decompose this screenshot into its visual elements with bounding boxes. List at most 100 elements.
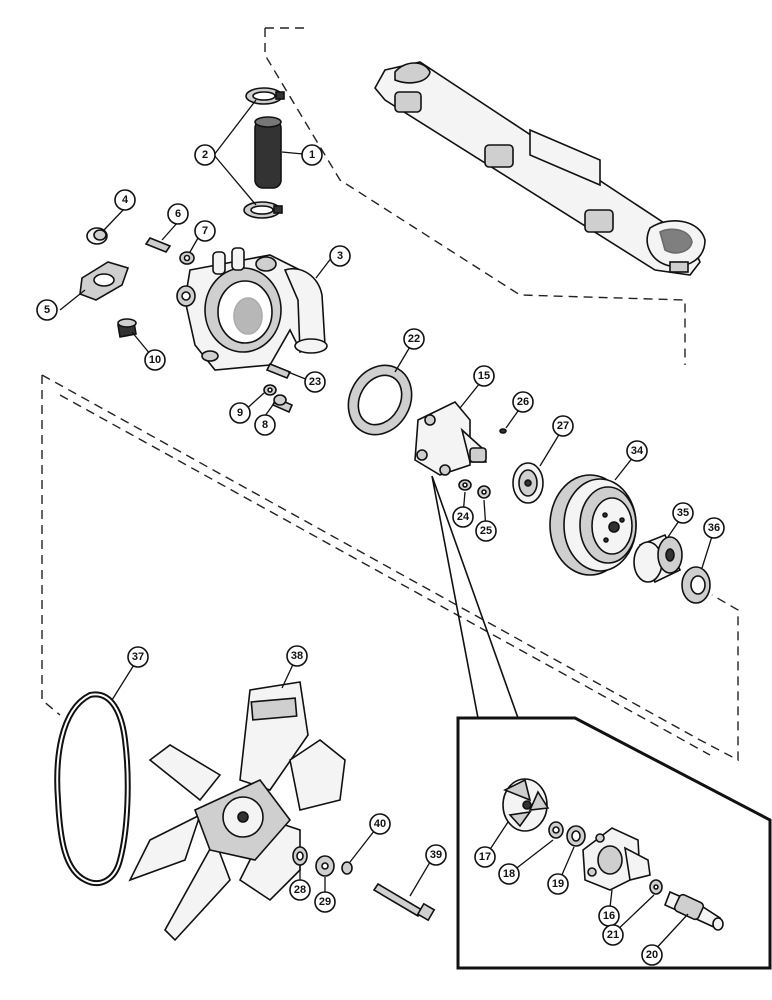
callout-label: 27: [557, 420, 569, 432]
callout-label: 5: [44, 304, 50, 316]
spacer-part-35: [633, 533, 683, 584]
dashed-boundary-fan-group: [41, 375, 61, 716]
nut-part-25: [477, 485, 491, 499]
bolt-part-8: [271, 394, 294, 414]
callout-6: 6: [167, 203, 189, 225]
callout-23: 23: [304, 371, 326, 393]
callout-24: 24: [452, 506, 474, 528]
callout-15: 15: [473, 365, 495, 387]
callout-label: 26: [517, 396, 529, 408]
fan-part-38: [128, 681, 346, 942]
stud-part-6: [144, 237, 172, 253]
callout-27: 27: [552, 415, 574, 437]
callout-label: 38: [291, 650, 303, 662]
callout-40: 40: [369, 813, 391, 835]
callout-18: 18: [498, 863, 520, 885]
callout-label: 36: [708, 522, 720, 534]
key-part-26: [499, 428, 507, 434]
hose-part-1: [254, 116, 282, 189]
callout-label: 23: [309, 376, 321, 388]
callout-label: 10: [149, 354, 161, 366]
callout-label: 29: [319, 896, 331, 908]
flange-part-36: [681, 566, 711, 604]
callout-label: 37: [132, 651, 144, 663]
callout-label: 7: [202, 225, 208, 237]
hose-clamp-upper: [245, 87, 285, 105]
callout-label: 24: [457, 511, 470, 523]
callout-1: 1: [301, 144, 323, 166]
bolt-part-39: [372, 882, 436, 922]
callout-label: 6: [175, 208, 181, 220]
gasket-part-5: [79, 261, 130, 301]
callout-21: 21: [602, 924, 624, 946]
callout-19: 19: [547, 873, 569, 895]
washer-part-21: [649, 879, 663, 895]
callout-label: 1: [309, 149, 315, 161]
hose-clamp-lower: [243, 201, 283, 219]
dashed-boundary-long: [41, 374, 739, 762]
callout-label: 3: [337, 250, 343, 262]
callout-label: 28: [294, 884, 306, 896]
callout-label: 9: [237, 407, 243, 419]
callout-label: 25: [480, 525, 492, 537]
callout-label: 40: [374, 818, 386, 830]
callout-8: 8: [254, 414, 276, 436]
plug-part-4: [86, 227, 108, 245]
callout-39: 39: [425, 844, 447, 866]
callout-label: 2: [202, 149, 208, 161]
callout-label: 35: [677, 507, 689, 519]
dashed-boundary-mid: [59, 394, 711, 756]
callout-16: 16: [598, 905, 620, 927]
washer-part-40: [341, 861, 353, 875]
stud-part-23: [265, 362, 292, 380]
callout-28: 28: [289, 879, 311, 901]
washer-part-9: [263, 384, 277, 396]
washer-part-24: [458, 479, 472, 491]
nut-part-29: [315, 855, 335, 877]
callout-26: 26: [512, 391, 534, 413]
callout-label: 15: [478, 370, 490, 382]
detail-inset-pointer: [431, 475, 520, 719]
callout-label: 19: [552, 878, 564, 890]
seal-part-18: [548, 821, 564, 839]
callout-3: 3: [329, 245, 351, 267]
fan-belt-part-37: [54, 691, 131, 887]
fitting-part-10: [117, 318, 137, 338]
hub-part-27: [512, 462, 544, 504]
callout-label: 8: [262, 419, 268, 431]
callout-34: 34: [626, 440, 648, 462]
callout-22: 22: [403, 328, 425, 350]
callout-label: 4: [122, 194, 129, 206]
callout-20: 20: [641, 944, 663, 966]
detail-inset-box: [456, 716, 772, 970]
callout-9: 9: [229, 402, 251, 424]
callout-label: 17: [479, 851, 491, 863]
callout-35: 35: [672, 502, 694, 524]
callout-2: 2: [194, 144, 216, 166]
callout-5: 5: [36, 299, 58, 321]
callout-36: 36: [703, 517, 725, 539]
callout-label: 22: [408, 333, 420, 345]
callout-38: 38: [286, 645, 308, 667]
callout-label: 16: [603, 910, 615, 922]
shaft-bearing-part-20: [663, 890, 724, 931]
callout-25: 25: [475, 520, 497, 542]
pump-body-part-16: [582, 827, 651, 891]
pump-assembly-part-15: [414, 401, 488, 476]
seal-part-19: [566, 825, 586, 847]
callout-17: 17: [474, 846, 496, 868]
nut-part-7: [179, 251, 195, 265]
callout-29: 29: [314, 891, 336, 913]
callout-label: 18: [503, 868, 515, 880]
callout-label: 20: [646, 949, 658, 961]
gasket-part-22: [347, 364, 413, 436]
pulley-part-34: [549, 474, 637, 576]
callout-37: 37: [127, 646, 149, 668]
pump-housing-part-3: [176, 247, 328, 371]
callout-label: 21: [607, 929, 619, 941]
callout-4: 4: [114, 189, 136, 211]
callout-label: 34: [631, 445, 644, 457]
callout-label: 39: [430, 849, 442, 861]
impeller-part-17: [502, 778, 550, 832]
